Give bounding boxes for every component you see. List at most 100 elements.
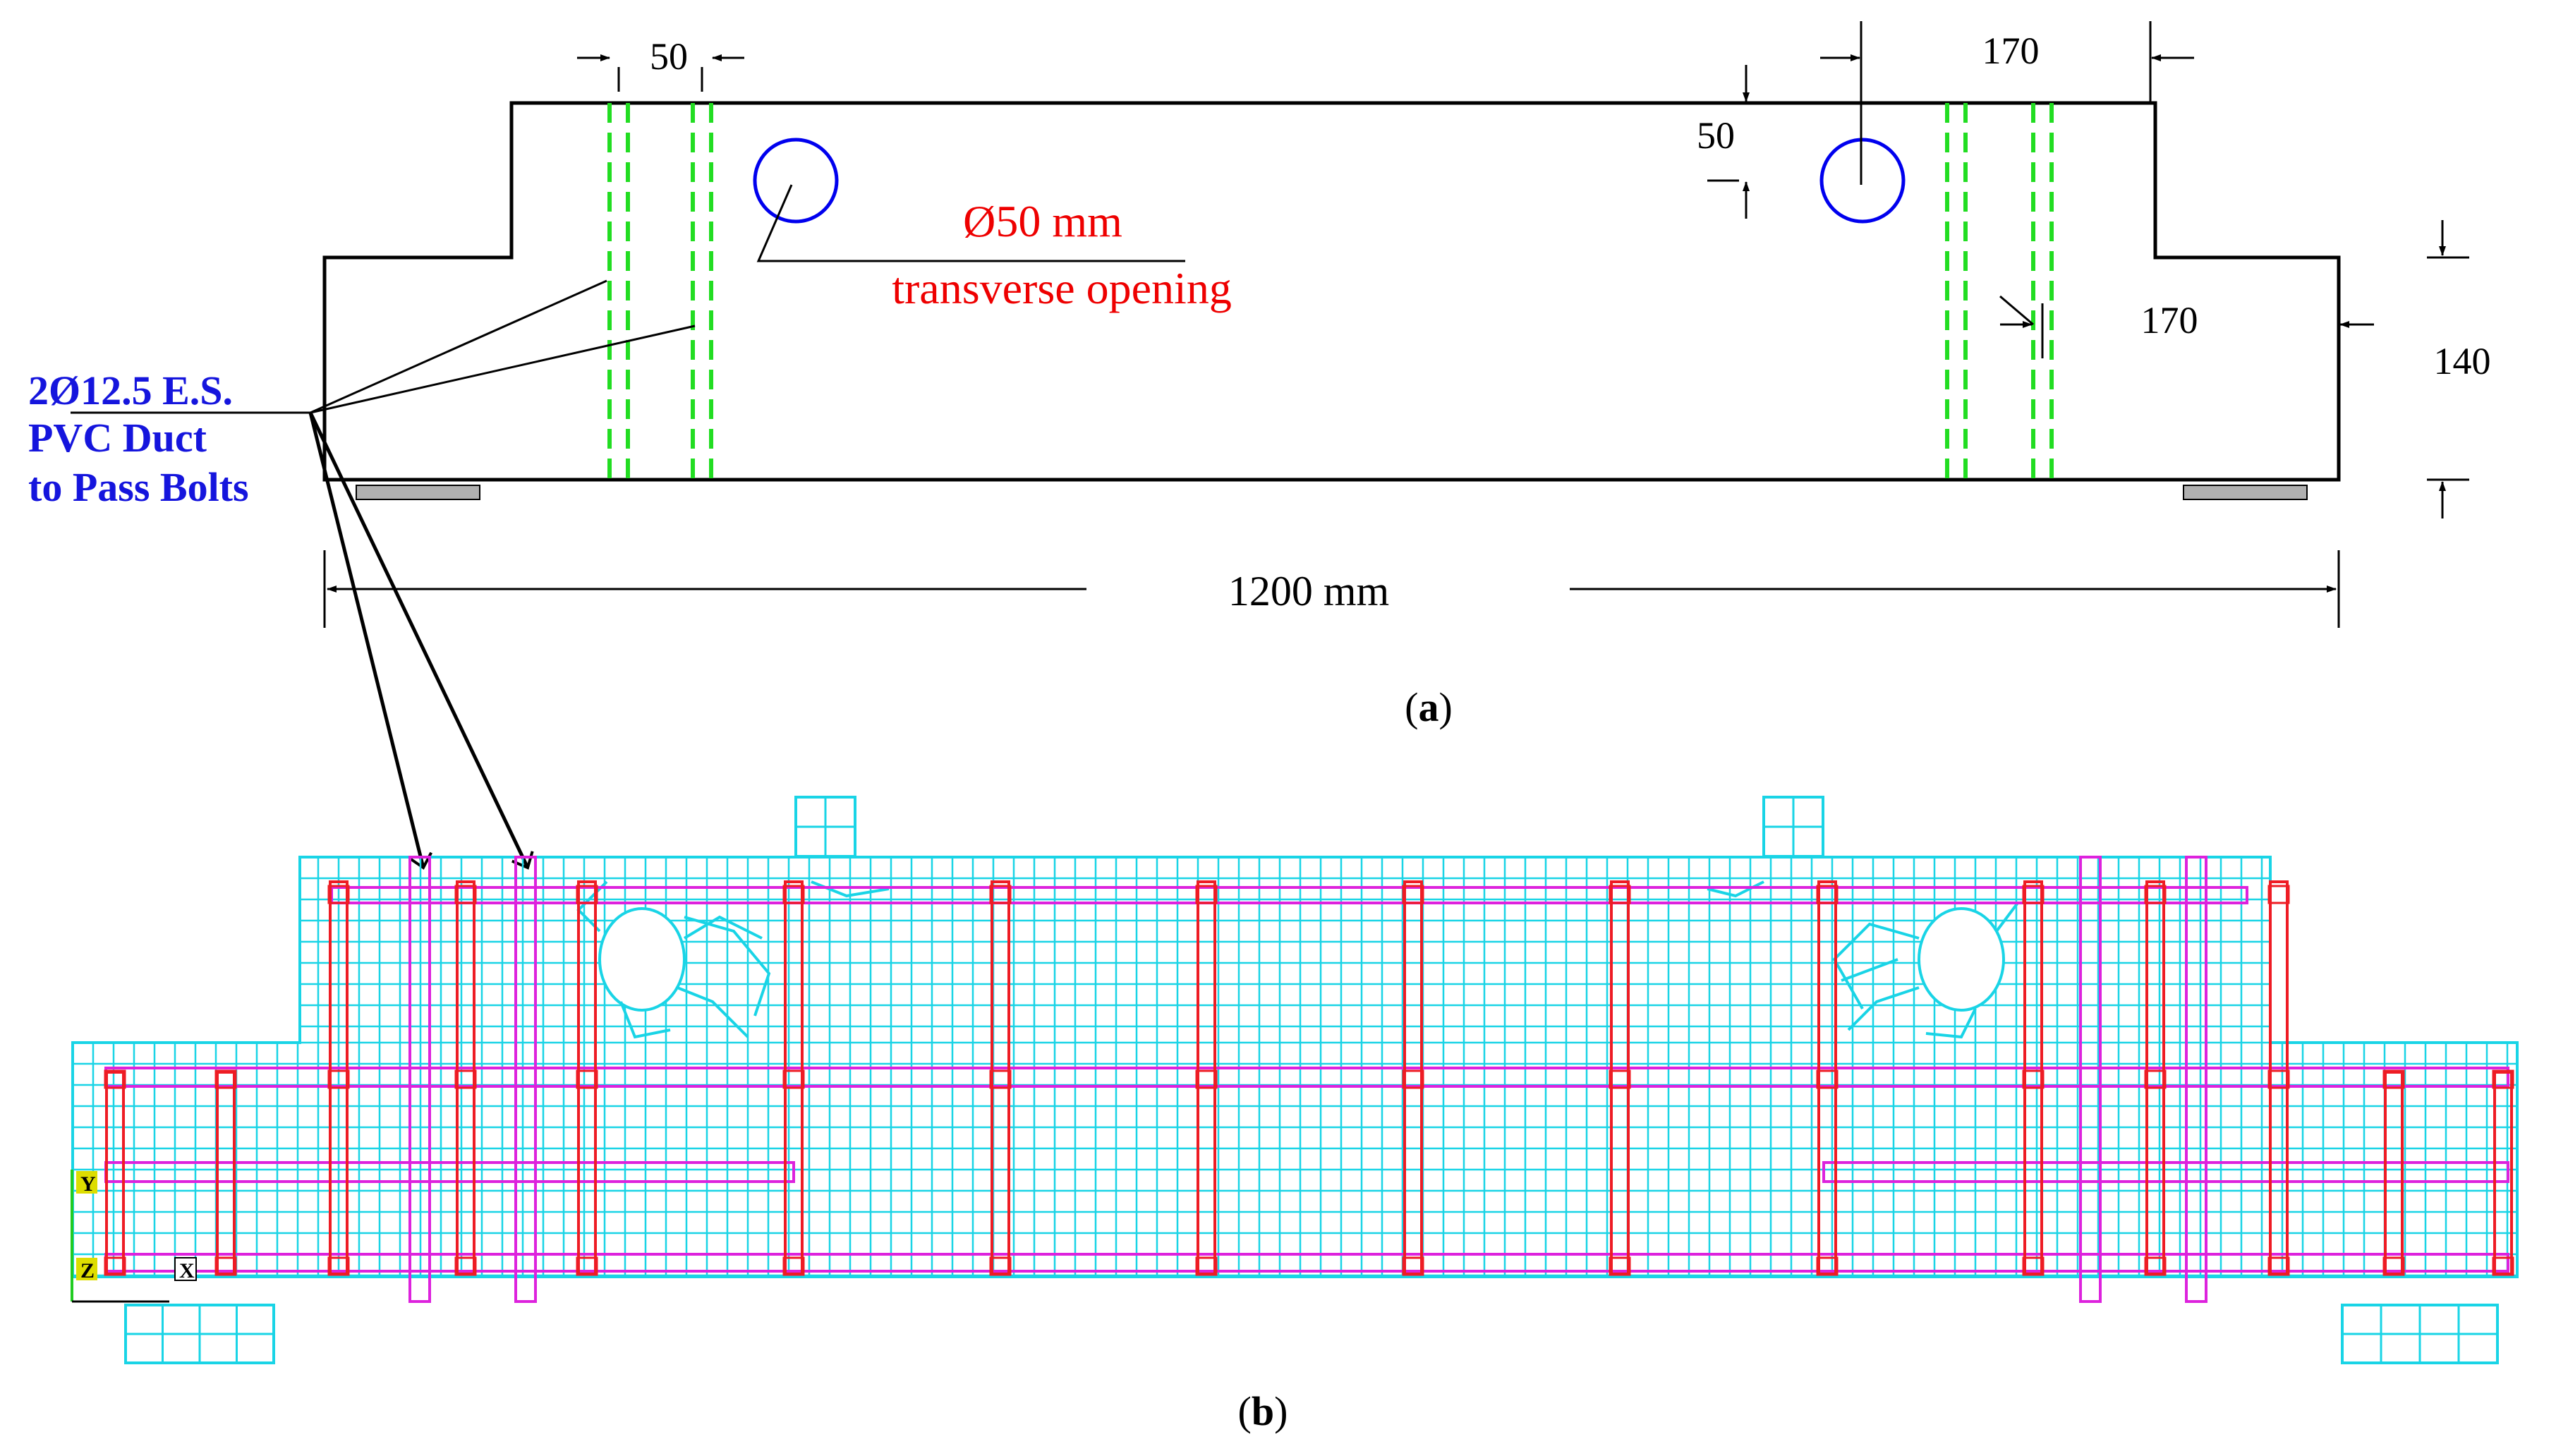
duct-strip: [2079, 856, 2102, 1303]
stirrup-node: [1195, 1256, 1218, 1276]
right-support-plate: [2341, 1304, 2499, 1364]
duct-elements: [408, 856, 2207, 1303]
axis-triad: Y Z X: [71, 1170, 197, 1303]
stirrup-node: [2022, 885, 2045, 904]
crack-line: [683, 915, 763, 940]
crack-line: [1847, 986, 1920, 1031]
stirrup-node: [327, 1069, 350, 1089]
left-support-plate: [124, 1304, 275, 1364]
pvc-ducts: [607, 103, 2054, 480]
stirrup: [2145, 880, 2165, 1275]
rebar-leaders: [71, 279, 696, 870]
panel-b-caption: (b): [1238, 1388, 1288, 1434]
rebar-label-line-3: to Pass Bolts: [28, 464, 249, 510]
stirrup: [1197, 880, 1216, 1275]
crack-line: [1995, 902, 2019, 933]
longitudinal-bar: [1822, 1161, 2509, 1183]
dim-stirrup-spacing: [1999, 295, 2374, 358]
dim-hole-offset: [1707, 65, 1750, 219]
stirrup-node: [1195, 1069, 1218, 1089]
opening-label-size: Ø50 mm: [963, 196, 1122, 246]
stirrup-node: [2144, 1256, 2167, 1276]
stirrup-node: [576, 885, 598, 904]
longitudinal-bar: [104, 1161, 795, 1183]
stirrup: [2023, 880, 2043, 1275]
longitudinal-bar: [330, 886, 2248, 904]
stirrup: [577, 880, 597, 1275]
stirrup: [1817, 880, 1837, 1275]
axis-z-label: Z: [80, 1259, 95, 1282]
stirrup-node: [454, 1256, 477, 1276]
stirrup-node: [1609, 885, 1631, 904]
stirrup: [216, 1071, 236, 1275]
crack-line: [1925, 1008, 1977, 1039]
dim-height: [2427, 220, 2469, 518]
stirrup-node: [214, 1069, 237, 1089]
stirrup-node: [2267, 1256, 2290, 1276]
right-opening-void: [1918, 907, 2005, 1012]
dim-top-right-label: 170: [1982, 30, 2040, 72]
right-opening: [1819, 138, 1906, 224]
stirrup-node: [327, 1256, 350, 1276]
stirrup-node: [2144, 1069, 2167, 1089]
left-bearing-plate: [356, 485, 480, 500]
stirrup-node: [454, 885, 477, 904]
stirrup-node: [989, 1256, 1012, 1276]
panel-b-caption-open: (: [1238, 1388, 1252, 1434]
panel-a-caption-letter: a: [1419, 684, 1439, 730]
crack-line: [1832, 922, 1920, 1009]
stirrup-node: [1402, 1256, 1424, 1276]
panel-b-fe-model: Y Z X (b): [71, 796, 2519, 1434]
dim-span: [323, 550, 2340, 628]
panel-a-caption: (a): [1405, 684, 1453, 730]
opening-label-type: transverse opening: [892, 263, 1232, 313]
left-opening: [753, 138, 839, 224]
dim-top-left: [577, 54, 744, 92]
dim-top-left-label: 50: [650, 35, 688, 78]
stirrup-node: [1402, 885, 1424, 904]
panel-b-caption-letter: b: [1252, 1388, 1274, 1434]
stirrup-node: [2492, 1069, 2514, 1089]
left-opening-void: [598, 907, 686, 1012]
stirrup-node: [782, 885, 805, 904]
panel-a-drawing: 50 170 50 170 1: [28, 21, 2491, 870]
fe-mesh: [71, 856, 2519, 1278]
stirrup-node: [2267, 1069, 2290, 1089]
dim-top-right: [1820, 21, 2194, 185]
stirrup-node: [1609, 1069, 1631, 1089]
stirrup-node: [2022, 1256, 2045, 1276]
stirrups: [104, 880, 2514, 1276]
duct-strip: [2185, 856, 2207, 1303]
stirrup: [456, 880, 476, 1275]
axis-x-label: X: [179, 1259, 195, 1282]
crack-line: [677, 986, 749, 1038]
stirrup: [2269, 880, 2289, 1275]
crack-line: [619, 1001, 671, 1039]
stirrup-node: [1402, 1069, 1424, 1089]
rebar-label-line-1: 2Ø12.5 E.S.: [28, 368, 233, 413]
panel-b-caption-close: ): [1274, 1388, 1288, 1434]
panel-a-caption-close: ): [1439, 684, 1453, 730]
stirrup-node: [782, 1256, 805, 1276]
panel-a-caption-open: (: [1405, 684, 1418, 730]
right-load-plate: [1762, 796, 1824, 858]
stirrup-node: [214, 1256, 237, 1276]
stirrup-node: [327, 885, 350, 904]
stirrup-node: [104, 1069, 126, 1089]
stirrup: [784, 880, 804, 1275]
rebar-label-line-2: PVC Duct: [28, 415, 207, 461]
stirrup: [105, 1071, 125, 1275]
stirrup-node: [1816, 1256, 1839, 1276]
crack-pattern: [576, 880, 2019, 1039]
stirrup-node: [2382, 1256, 2405, 1276]
opening-leader: [756, 184, 1185, 262]
load-and-support-plates: [124, 796, 2499, 1364]
axis-y-label: Y: [80, 1172, 96, 1196]
stirrup-node: [1609, 1256, 1631, 1276]
stirrup-node: [2492, 1256, 2514, 1276]
stirrup-node: [989, 1069, 1012, 1089]
stirrup-node: [1195, 885, 1218, 904]
dim-height-label: 140: [2434, 340, 2491, 382]
dim-hole-offset-label: 50: [1697, 114, 1735, 157]
